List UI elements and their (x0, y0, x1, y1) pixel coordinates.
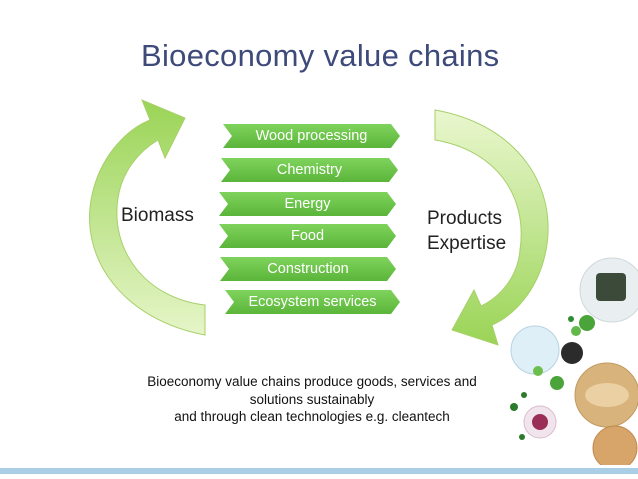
product-photo-collage (510, 257, 638, 465)
chain-wood-processing: Wood processing (223, 124, 400, 148)
expertise-label: Expertise (427, 233, 507, 254)
cycle-arrow-right-icon (434, 109, 549, 346)
slide-title: Bioeconomy value chains (141, 38, 500, 73)
cycle-arrow-left-icon (89, 99, 206, 336)
caption-line-3: and through clean technologies e.g. clea… (174, 409, 450, 424)
chain-food: Food (219, 224, 396, 248)
caption: Bioeconomy value chains produce goods, s… (122, 373, 502, 426)
caption-line-1: Bioeconomy value chains produce goods, s… (147, 374, 477, 389)
chain-chemistry: Chemistry (221, 158, 398, 182)
caption-line-2: solutions sustainably (249, 391, 375, 407)
biomass-label: Biomass (121, 205, 194, 226)
products-expertise-label: Products Expertise (427, 206, 506, 256)
chain-ecosystem-services: Ecosystem services (225, 290, 400, 314)
chain-energy: Energy (219, 192, 396, 216)
bottom-bar (0, 468, 638, 474)
chain-construction: Construction (220, 257, 396, 281)
products-label: Products (427, 208, 502, 229)
